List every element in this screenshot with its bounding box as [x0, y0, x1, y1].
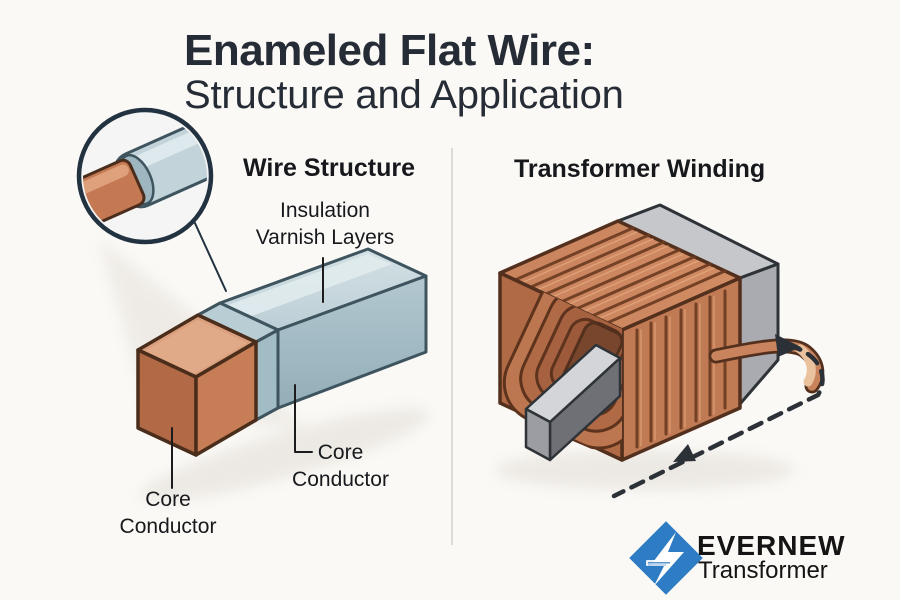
insulation-varnish-label: Insulation Varnish Layers [255, 199, 395, 249]
wire-tail [708, 338, 825, 394]
logo-brand-text: EVERNEW [697, 530, 846, 561]
transformer-illustration [498, 203, 825, 499]
wire-structure-heading: Wire Structure [243, 154, 416, 182]
transformer-core-back [616, 203, 780, 406]
lightning-bolt-icon [629, 521, 703, 595]
copper-core [136, 313, 258, 457]
varnish-band [196, 301, 280, 422]
section-divider [451, 148, 453, 545]
transformer-winding-heading: Transformer Winding [514, 155, 766, 183]
arrowhead-left-icon [673, 444, 696, 462]
core-bar [524, 343, 622, 462]
brand-logo: EVERNEW Transformer [628, 520, 858, 598]
magnifier-leader-line [193, 220, 227, 292]
core-conductor-label-right: Core Conductor [292, 441, 389, 491]
core-right-leader-line [294, 384, 313, 453]
wire-illustration [76, 107, 428, 489]
page-title: Enameled Flat Wire: Structure and Applic… [184, 26, 624, 115]
winding-direction-arrow [611, 334, 825, 499]
arrowhead-right-icon [775, 334, 801, 357]
core-conductor-label-bottom: Core Conductor [119, 488, 217, 538]
page-title-line2: Structure and Application [184, 73, 624, 118]
magnifier-circle [76, 107, 214, 245]
page-title-line1: Enameled Flat Wire: [184, 26, 595, 75]
logo-subtitle-text: Transformer [698, 557, 828, 584]
